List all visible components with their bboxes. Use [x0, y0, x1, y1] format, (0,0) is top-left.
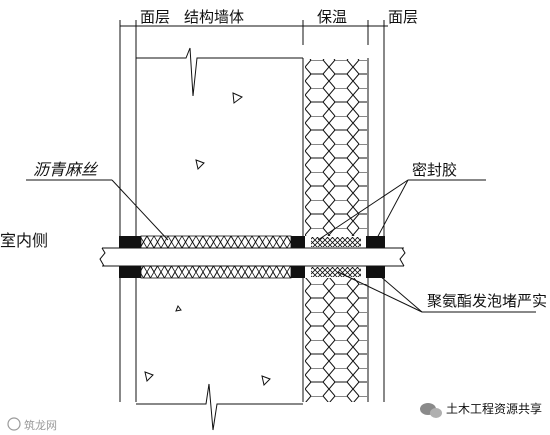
insulation-label: 保温 — [317, 8, 347, 26]
face-layer-right-label: 面层 — [388, 8, 418, 26]
header-dimension-lines — [119, 20, 388, 45]
asphalt-hemp-label: 沥青麻丝 — [33, 160, 99, 179]
watermark-right-text: 土木工程资源共享 — [446, 401, 542, 416]
insulation-honeycomb-upper — [305, 59, 367, 236]
watermark-left-text: 筑龙网 — [24, 418, 57, 432]
bottom-break-line — [136, 383, 303, 431]
sleeve-assembly — [99, 235, 406, 279]
watermark-left: 筑龙网 — [7, 417, 57, 432]
indoor-side-label: 室内侧 — [0, 231, 48, 250]
pu-foam-label: 聚氨酯发泡堵严实 — [427, 292, 547, 310]
structural-wall-label: 结构墙体 — [184, 8, 244, 26]
face-layer-left-label: 面层 — [140, 8, 170, 26]
concrete-aggregate-marks — [144, 92, 271, 386]
insulation-honeycomb-lower — [305, 278, 367, 402]
callout-leaders — [26, 179, 536, 313]
watermark-right: 土木工程资源共享 — [420, 401, 542, 418]
watermark-logo-icon — [7, 417, 21, 431]
top-break-line — [136, 47, 303, 97]
sealant-label: 密封胶 — [412, 161, 457, 179]
